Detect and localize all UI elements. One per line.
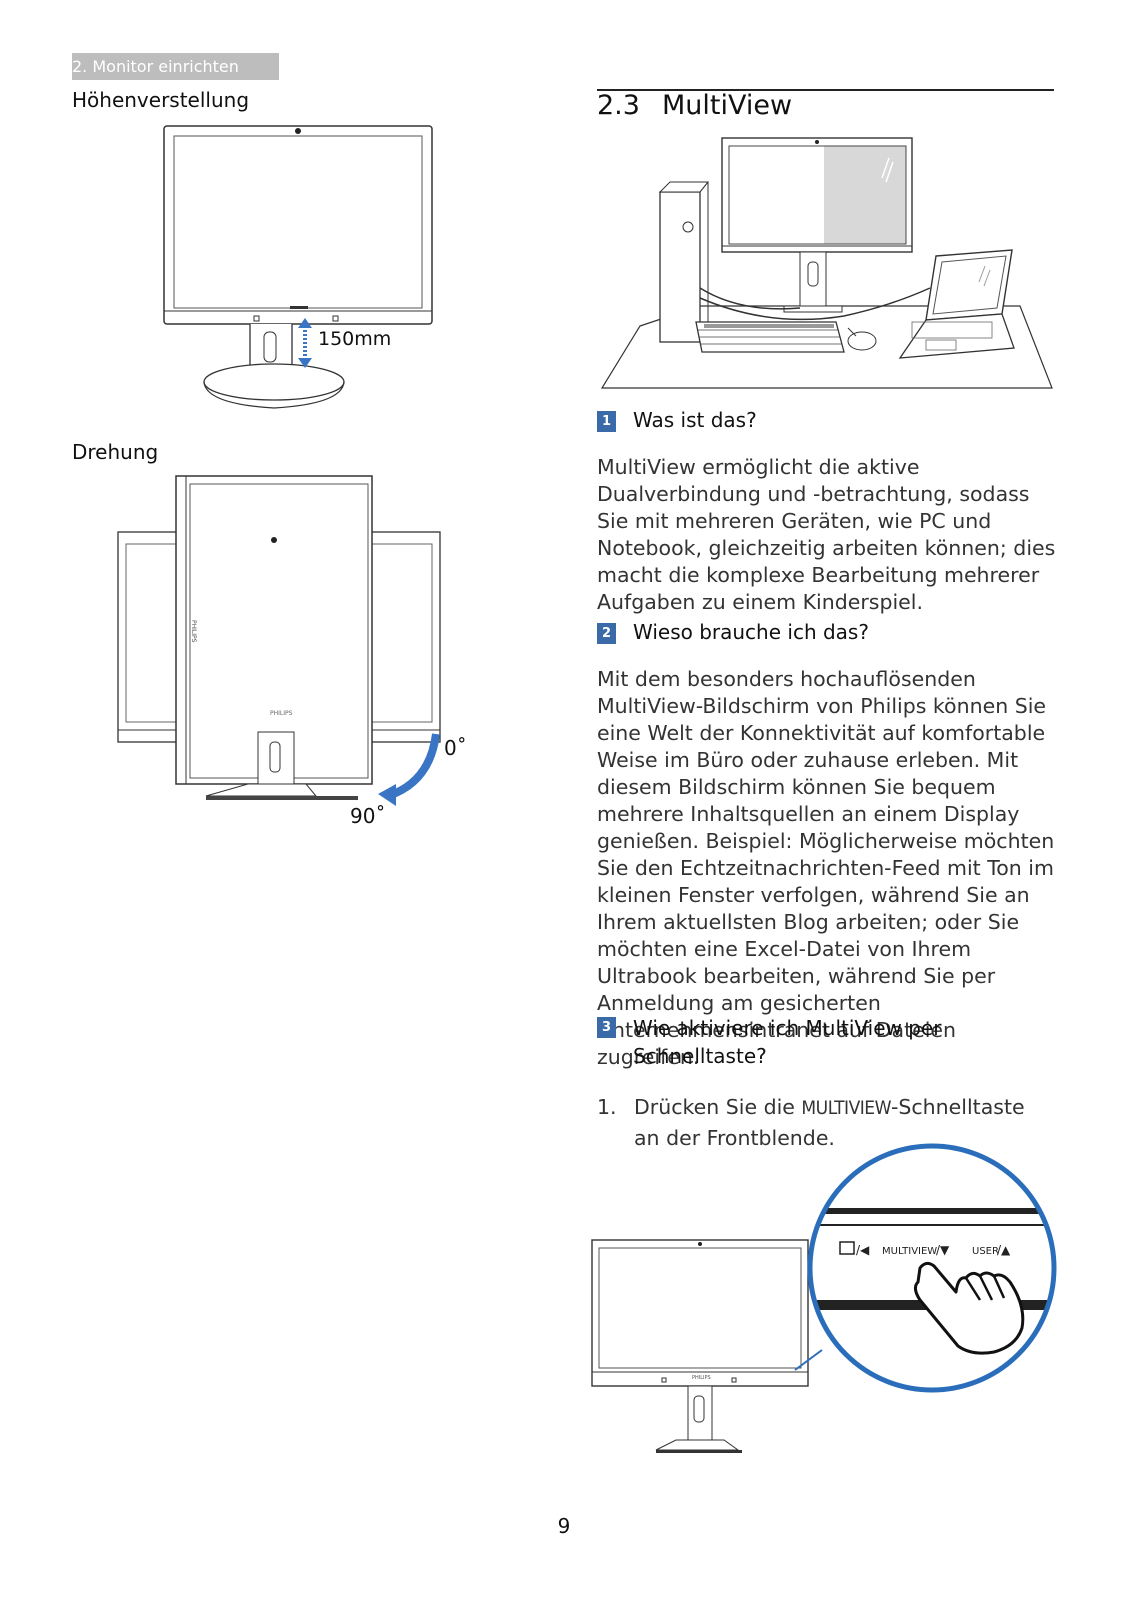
bezel-multiview-label: MULTIVIEW bbox=[882, 1246, 937, 1257]
multiview-hotkey-illustration: PHILIPS /◀ MULTIVIEW /▼ USER /▲ bbox=[591, 1143, 1057, 1453]
multiview-setup-illustration bbox=[600, 137, 1053, 389]
svg-text:/▼: /▼ bbox=[936, 1243, 950, 1257]
svg-text:/◀: /◀ bbox=[856, 1243, 870, 1257]
step-1: 1.Drücken Sie die MULTIVIEW-Schnelltaste… bbox=[597, 1095, 1025, 1150]
svg-text:PHILIPS: PHILIPS bbox=[270, 710, 293, 717]
svg-text:/▲: /▲ bbox=[997, 1243, 1011, 1257]
section-1-body: MultiView ermöglicht die aktive Dualverb… bbox=[597, 455, 1056, 614]
section-tab: 2. Monitor einrichten bbox=[72, 53, 279, 80]
section-2-badge: 2 bbox=[597, 623, 616, 644]
section-3-badge: 3 bbox=[597, 1017, 616, 1038]
chapter-rule bbox=[597, 89, 1054, 91]
rotation-illustration: PHILIPS PHILIPS bbox=[117, 475, 441, 806]
rotation-angle-start: 0˚ bbox=[444, 736, 467, 760]
svg-text:PHILIPS: PHILIPS bbox=[190, 620, 197, 643]
bezel-user-label: USER bbox=[972, 1246, 999, 1257]
section-2-body: Mit dem besonders hochauflösenden MultiV… bbox=[597, 667, 1055, 1069]
monitor-brand-text: PHILIPS bbox=[692, 1375, 711, 1381]
section-1-badge: 1 bbox=[597, 411, 616, 432]
rotation-label: Drehung bbox=[72, 440, 159, 464]
height-adjust-label: Höhenverstellung bbox=[72, 88, 250, 112]
page-number: 9 bbox=[557, 1514, 571, 1538]
height-adjust-illustration bbox=[163, 125, 433, 409]
multiview-key-label: MULTIVIEW bbox=[801, 1097, 891, 1119]
height-measure: 150mm bbox=[318, 328, 392, 350]
rotation-angle-end: 90˚ bbox=[350, 804, 386, 828]
